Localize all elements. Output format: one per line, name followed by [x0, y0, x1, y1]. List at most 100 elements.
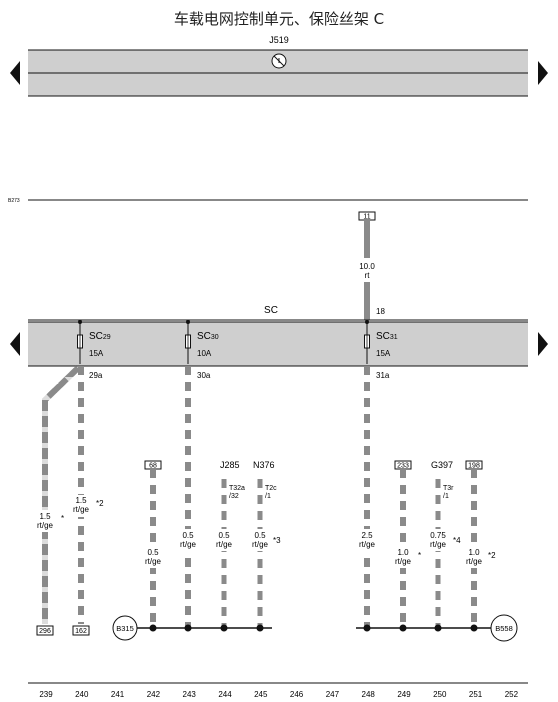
- wire-gauge: 2.5: [361, 531, 373, 540]
- wire-244: J285 T32a /32 0.5 rt/ge: [215, 460, 245, 628]
- wire-251: 198 1.0 rt/ge *2: [465, 460, 496, 628]
- component-label: J285: [220, 460, 240, 470]
- wire-color: rt/ge: [466, 557, 483, 566]
- column-number: 248: [362, 690, 376, 699]
- wire-box-label: 296: [39, 628, 51, 635]
- column-number: 250: [433, 690, 447, 699]
- fuse-pin: 29a: [89, 371, 103, 380]
- wire-note: *3: [273, 536, 281, 545]
- column-number: 246: [290, 690, 304, 699]
- column-number: 243: [183, 690, 197, 699]
- wire-color: rt/ge: [430, 540, 447, 549]
- right-arrow-icon: [538, 61, 548, 85]
- fuse-name: SC: [89, 331, 103, 342]
- wire-note: *: [418, 551, 421, 560]
- column-number: 239: [39, 690, 53, 699]
- wire-box-label: 68: [149, 463, 157, 470]
- page-title: 车载电网控制单元、保险丝架 C: [173, 10, 385, 28]
- wire-gauge: 1.0: [397, 548, 409, 557]
- fuse-name: SC: [197, 331, 211, 342]
- component-pin-sub: /32: [229, 493, 239, 500]
- component-pin: T3r: [443, 485, 454, 492]
- wire-243: 0.5 rt/ge: [179, 366, 197, 628]
- ground-label: B558: [495, 624, 513, 633]
- wire-note: *: [61, 514, 64, 523]
- svg-text:SC29: SC29: [89, 331, 111, 342]
- unit-label: J519: [269, 35, 289, 45]
- fuse-name: SC: [376, 331, 390, 342]
- ground-bar-left: B315: [112, 615, 272, 641]
- wire-249: 233 1.0 rt/ge *: [394, 460, 421, 628]
- wire-240: 1.5 rt/ge *2 162: [72, 366, 104, 636]
- wire-gauge: 0.75: [430, 531, 446, 540]
- wire-239: 1.5 rt/ge * 296: [36, 365, 81, 636]
- column-number: 240: [75, 690, 89, 699]
- wire-gauge: 0.5: [218, 531, 230, 540]
- wire-color: rt/ge: [37, 521, 54, 530]
- bus-label: B273: [8, 198, 20, 204]
- column-number: 247: [326, 690, 340, 699]
- left-arrow-icon: [10, 332, 20, 356]
- fuse-sub: 29: [103, 334, 111, 341]
- feed-wire: 11 10.0 rt: [358, 211, 376, 320]
- wire-color: rt/ge: [180, 540, 197, 549]
- component-label: G397: [431, 460, 453, 470]
- ground-bar-right: B558: [356, 614, 518, 642]
- control-unit-rail: J519: [10, 35, 548, 97]
- wire-box-label: 162: [75, 628, 87, 635]
- wire-note: *4: [453, 536, 461, 545]
- fuse-pin: 30a: [197, 371, 211, 380]
- component-pin-sub: /1: [265, 493, 271, 500]
- ground-label: B315: [116, 624, 134, 633]
- fuse-sub: 30: [211, 334, 219, 341]
- fuse-amp: 15A: [376, 349, 391, 358]
- fuse-sc29: SC29 15A 29a: [77, 320, 111, 380]
- wire-color: rt/ge: [145, 557, 162, 566]
- fuse-block-label: SC: [264, 305, 278, 316]
- svg-text:SC30: SC30: [197, 331, 219, 342]
- wire-245: N376 T2c /1 0.5 rt/ge *3: [251, 460, 281, 628]
- fuse-sub: 31: [390, 334, 398, 341]
- ground-point-icon: [112, 615, 138, 641]
- wire-color: rt/ge: [73, 505, 90, 514]
- wire-248: 2.5 rt/ge: [358, 366, 376, 628]
- wire-color: rt/ge: [252, 540, 269, 549]
- component-label: N376: [253, 460, 275, 470]
- svg-text:SC31: SC31: [376, 331, 398, 342]
- column-number: 245: [254, 690, 268, 699]
- wire-box-label: 233: [397, 463, 409, 470]
- column-number: 244: [218, 690, 232, 699]
- wire-gauge: 1.5: [75, 496, 87, 505]
- fuse-block: SC 18: [10, 305, 548, 367]
- wire-gauge: 1.5: [39, 512, 51, 521]
- right-arrow-icon: [538, 332, 548, 356]
- feed-gauge: 10.0: [359, 262, 375, 271]
- column-numbers: 239 240 241 242 243 244 245 246 247 248 249 250 251 2…: [39, 690, 518, 699]
- wire-color: rt/ge: [359, 540, 376, 549]
- column-number: 242: [147, 690, 161, 699]
- column-number: 249: [397, 690, 411, 699]
- column-number: 241: [111, 690, 125, 699]
- fuse-amp: 15A: [89, 349, 104, 358]
- feed-color: rt: [365, 271, 371, 280]
- wire-color: rt/ge: [216, 540, 233, 549]
- wire-box-label: 198: [468, 463, 480, 470]
- feed-box-label: 11: [363, 214, 370, 221]
- wire-note: *2: [96, 499, 104, 508]
- wire-gauge: 0.5: [182, 531, 194, 540]
- wire-color: rt/ge: [395, 557, 412, 566]
- fuse-amp: 10A: [197, 349, 212, 358]
- wire-gauge: 0.5: [254, 531, 266, 540]
- fuse-input-pin: 18: [376, 307, 385, 316]
- component-pin: T32a: [229, 485, 245, 492]
- wire-gauge: 1.0: [468, 548, 480, 557]
- wire-242: 68 0.5 rt/ge: [144, 460, 162, 628]
- ground-point-icon: [490, 614, 518, 642]
- ground-symbol-icon: [271, 53, 287, 69]
- wire-250: G397 T3r /1 0.75 rt/ge *4: [428, 460, 461, 628]
- fuse-sc31: SC31 15A 31a: [364, 320, 398, 380]
- column-number: 252: [505, 690, 519, 699]
- column-number: 251: [469, 690, 483, 699]
- wire-gauge: 0.5: [147, 548, 159, 557]
- wire-note: *2: [488, 551, 496, 560]
